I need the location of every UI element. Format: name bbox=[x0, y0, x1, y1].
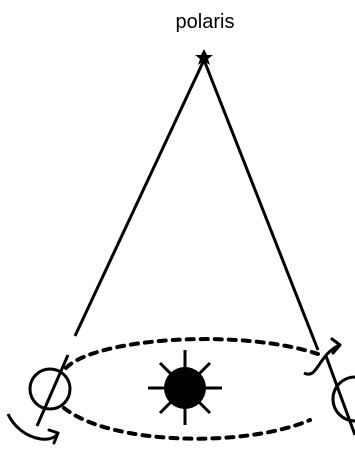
orbit-dashed-ellipse-lower bbox=[64, 408, 310, 439]
sun-icon bbox=[148, 350, 222, 425]
earth-left-icon bbox=[8, 355, 70, 443]
sight-line-right bbox=[204, 60, 318, 350]
sight-line-left bbox=[75, 60, 204, 336]
polaris-label: polaris bbox=[120, 11, 290, 34]
orbit-dashed-ellipse bbox=[66, 339, 318, 368]
